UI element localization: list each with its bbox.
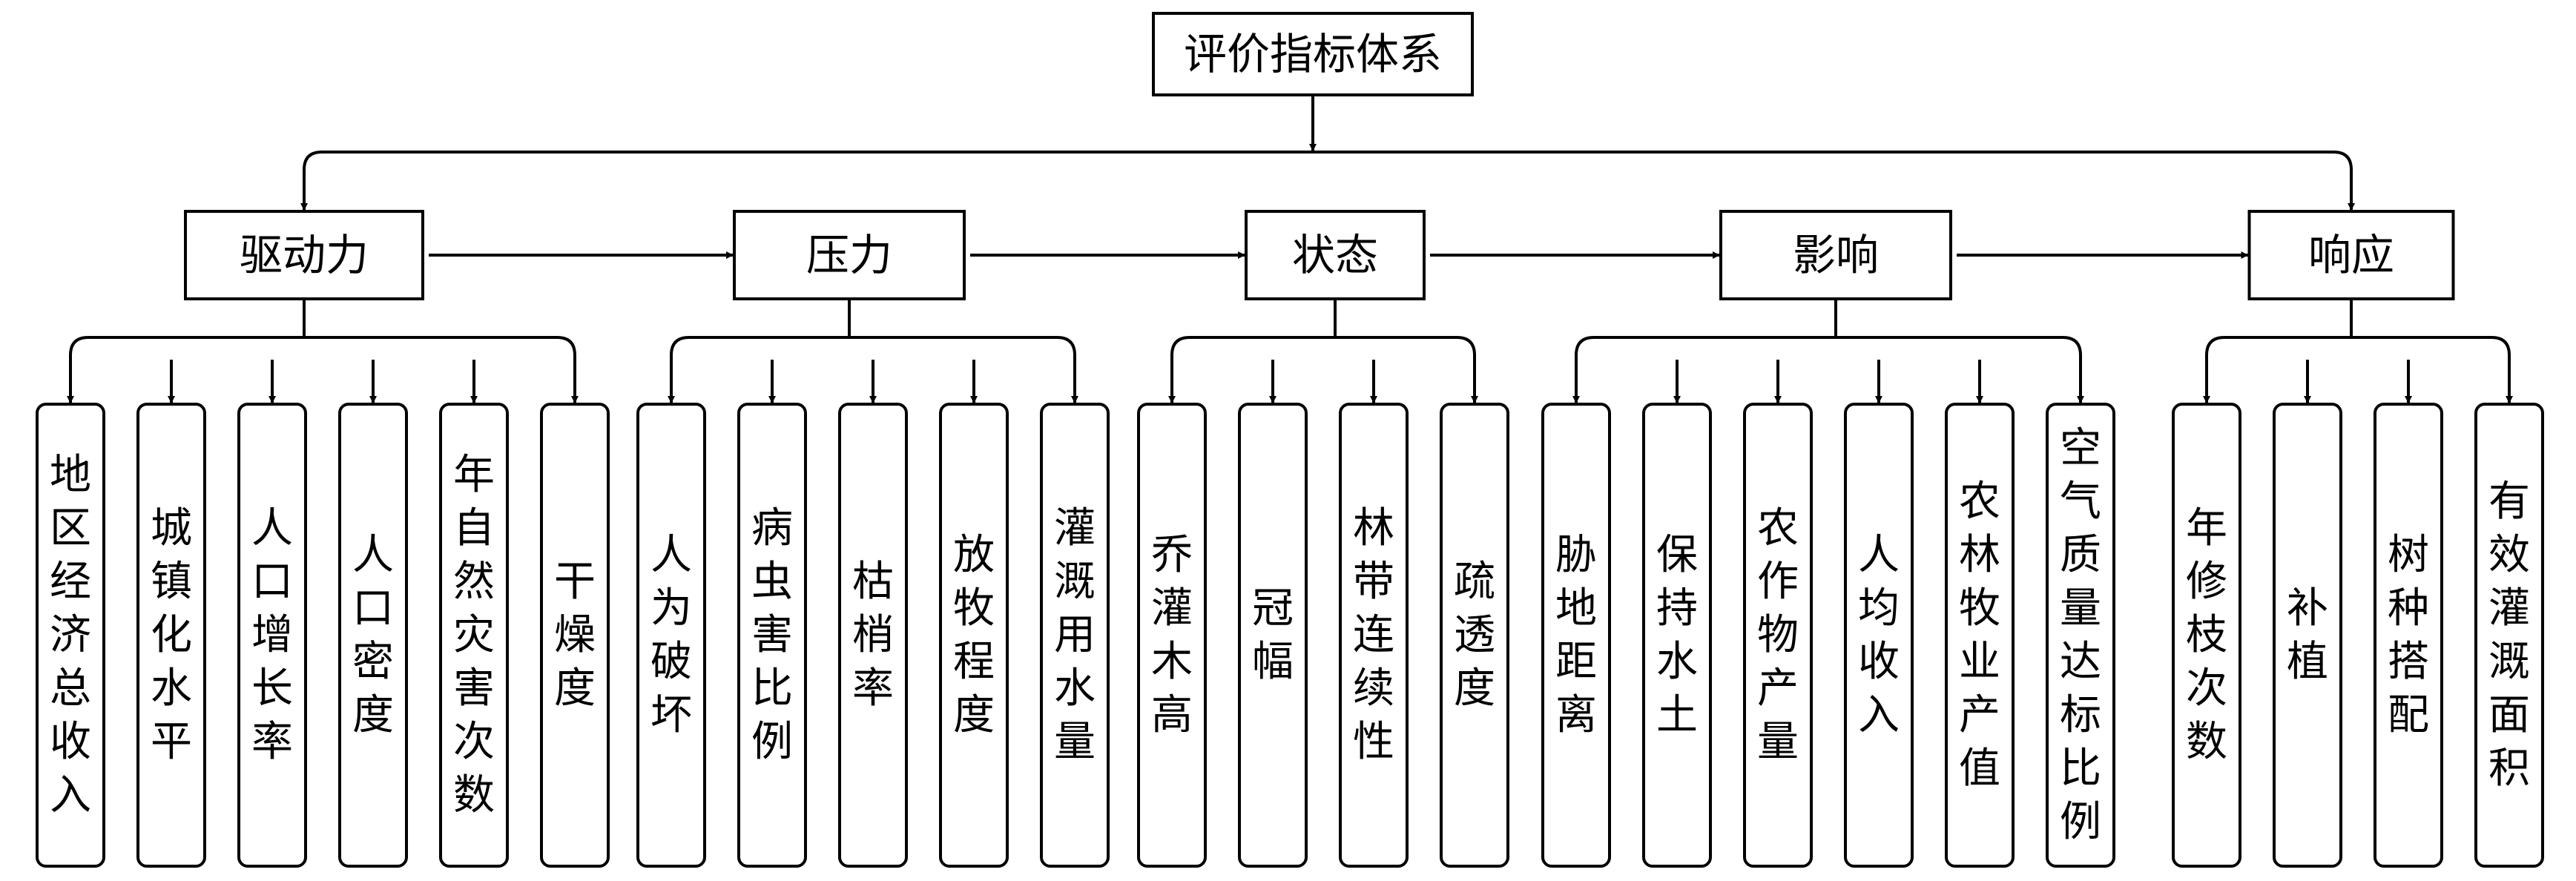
indicator-box-impact-3 xyxy=(1844,403,1914,868)
branch-bus-pressure xyxy=(670,336,1076,401)
indicator-box-pressure-1 xyxy=(737,403,807,868)
category-label-response: 响应 xyxy=(2308,230,2394,280)
connector-lines xyxy=(67,95,2513,403)
category-box-response xyxy=(2247,210,2455,300)
indicator-box-pressure-4 xyxy=(1040,403,1110,868)
indicator-box-state-3 xyxy=(1440,403,1509,868)
root-bus-line xyxy=(303,151,2353,208)
indicator-label-impact-0: 胁地距离 xyxy=(1555,531,1597,739)
indicator-box-pressure-2 xyxy=(838,403,908,868)
branch-bus-impact xyxy=(1575,336,2082,401)
category-label-pressure: 压力 xyxy=(806,230,892,280)
indicator-box-impact-5 xyxy=(2046,403,2115,868)
category-label-driver: 驱动力 xyxy=(240,230,369,280)
category-box-driver xyxy=(184,210,424,300)
indicator-label-response-2: 树种搭配 xyxy=(2388,531,2429,739)
indicator-label-driver-4: 年自然灾害次数 xyxy=(453,451,495,819)
category-box-state xyxy=(1245,210,1426,300)
indicator-label-driver-3: 人口密度 xyxy=(352,531,394,739)
indicator-label-response-3: 有效灌溉面积 xyxy=(2488,478,2530,793)
indicator-label-impact-4: 农林牧业产值 xyxy=(1959,478,2000,793)
indicator-box-driver-0 xyxy=(36,403,105,868)
branch-bus-state xyxy=(1170,336,1476,401)
indicator-label-state-3: 疏透度 xyxy=(1454,558,1495,713)
category-label-state: 状态 xyxy=(1292,230,1378,280)
indicator-label-pressure-4: 灌溉用水量 xyxy=(1054,504,1096,766)
indicator-box-pressure-0 xyxy=(636,403,706,868)
indicator-box-response-0 xyxy=(2172,403,2241,868)
indicator-label-impact-1: 保持水土 xyxy=(1656,531,1698,739)
branch-bus-driver xyxy=(69,336,576,401)
indicator-box-state-1 xyxy=(1238,403,1308,868)
category-box-impact xyxy=(1719,210,1952,300)
indicator-box-driver-3 xyxy=(338,403,408,868)
root-node-label: 评价指标体系 xyxy=(1184,29,1442,79)
branch-bus-response xyxy=(2205,336,2511,401)
indicator-label-state-1: 冠幅 xyxy=(1252,584,1294,686)
indicator-box-response-2 xyxy=(2374,403,2443,868)
indicator-box-driver-1 xyxy=(136,403,206,868)
category-box-pressure xyxy=(733,210,966,300)
indicator-label-response-1: 补植 xyxy=(2287,584,2328,686)
indicator-label-impact-2: 农作物产量 xyxy=(1757,504,1799,766)
indicator-box-response-3 xyxy=(2474,403,2544,868)
indicator-label-driver-5: 干燥度 xyxy=(554,558,596,713)
indicator-label-response-0: 年修枝次数 xyxy=(2186,504,2227,766)
indicator-box-impact-4 xyxy=(1945,403,2015,868)
indicator-label-impact-3: 人均收入 xyxy=(1858,531,1900,739)
indicator-box-response-1 xyxy=(2273,403,2342,868)
category-label-impact: 影响 xyxy=(1793,230,1879,280)
indicator-box-driver-2 xyxy=(237,403,307,868)
indicator-label-state-0: 乔灌木高 xyxy=(1151,531,1193,739)
indicator-label-pressure-0: 人为破坏 xyxy=(650,531,692,739)
root-node-box xyxy=(1152,12,1474,96)
indicator-box-state-2 xyxy=(1339,403,1409,868)
indicator-box-pressure-3 xyxy=(939,403,1009,868)
indicator-box-driver-5 xyxy=(540,403,610,868)
indicator-box-driver-4 xyxy=(439,403,509,868)
indicator-label-pressure-2: 枯梢率 xyxy=(852,558,894,713)
indicator-box-impact-0 xyxy=(1541,403,1611,868)
indicator-label-driver-1: 城镇化水平 xyxy=(151,504,192,766)
indicator-box-impact-2 xyxy=(1743,403,1813,868)
indicator-label-state-2: 林带连续性 xyxy=(1353,504,1394,766)
indicator-label-driver-2: 人口增长率 xyxy=(251,504,293,766)
indicator-box-state-0 xyxy=(1137,403,1207,868)
indicator-label-pressure-3: 放牧程度 xyxy=(953,531,995,739)
indicator-label-impact-5: 空气质量达标比例 xyxy=(2060,424,2101,846)
indicator-label-driver-0: 地区经济总收入 xyxy=(50,451,91,819)
indicator-box-impact-1 xyxy=(1642,403,1712,868)
indicator-label-pressure-1: 病虫害比例 xyxy=(751,504,793,766)
